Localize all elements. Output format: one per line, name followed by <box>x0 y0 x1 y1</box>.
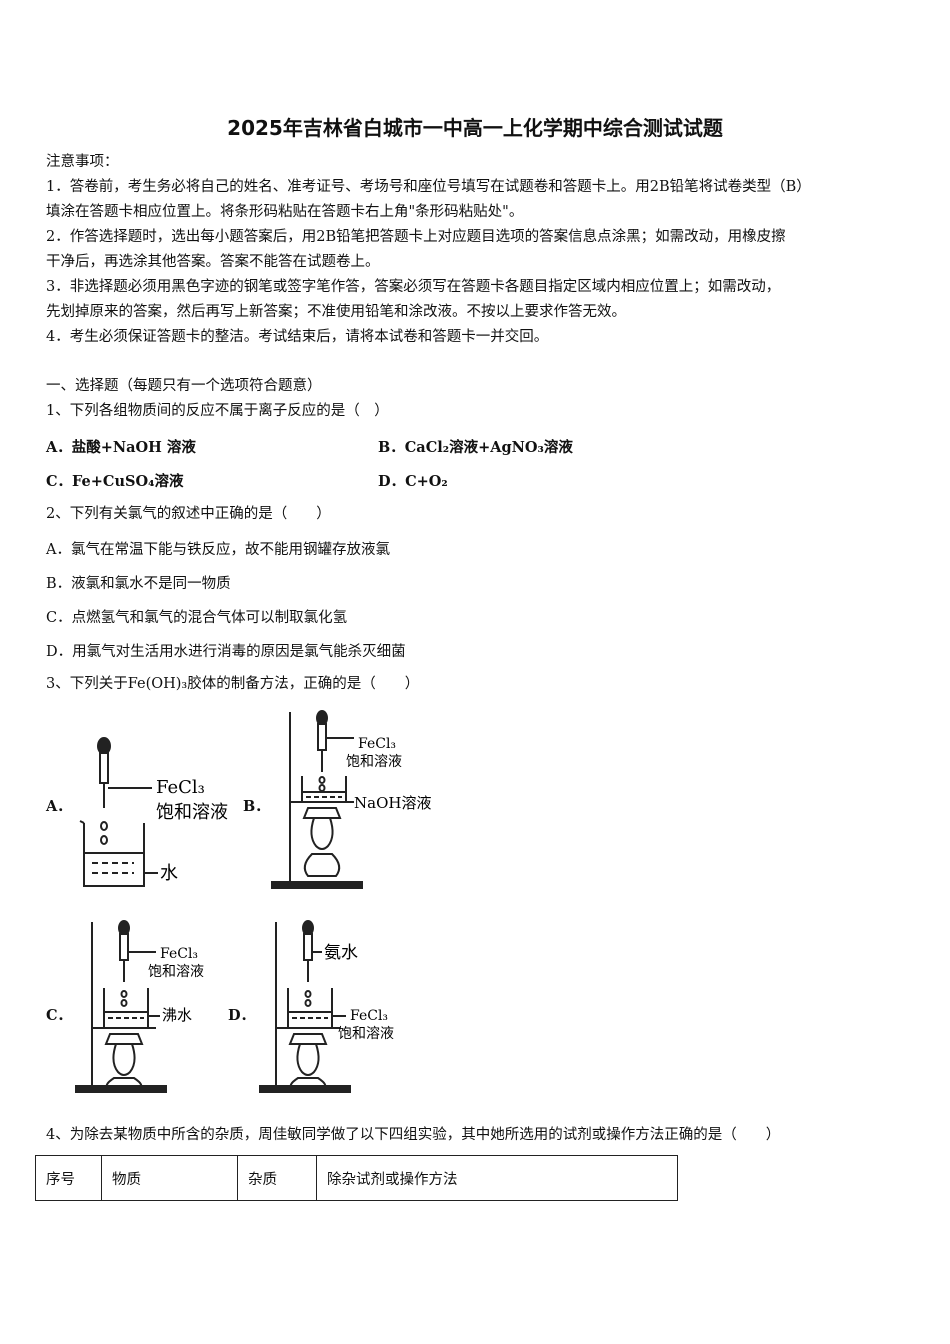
figure-d-reagent: 氨水 <box>324 943 358 963</box>
figure-a-beaker: FeCl₃ 饱和溶液 水 <box>79 737 228 887</box>
q3-option-b-label: B． <box>243 798 270 815</box>
table-header-cell: 序号 <box>35 1155 102 1201</box>
q1-option-c: C．Fe+CuSO₄溶液 <box>46 473 184 490</box>
page-title: 2025年吉林省白城市一中高一上化学期中综合测试试题 <box>227 116 723 140</box>
q3-option-a-label: A． <box>46 798 72 815</box>
figure-b-reagent-sub: 饱和溶液 <box>346 754 402 770</box>
q3-option-c-label: C． <box>46 1007 73 1024</box>
question-4-stem: 4、为除去某物质中所含的杂质，周佳敏同学做了以下四组实验，其中她所选用的试剂或操… <box>46 1127 781 1143</box>
notes-line: 填涂在答题卡相应位置上。将条形码粘贴在答题卡右上角"条形码粘贴处"。 <box>46 204 524 220</box>
q1-option-d: D．C+O₂ <box>378 473 448 490</box>
notes-line: 3．非选择题必须用黑色字迹的钢笔或签字笔作答，答案必须写在答题卡各题目指定区域内… <box>46 279 781 295</box>
figure-b-reagent: FeCl₃ <box>358 736 396 752</box>
notes-heading: 注意事项： <box>46 154 119 170</box>
figure-c-apparatus: FeCl₃ 饱和溶液 沸水 <box>75 920 204 1093</box>
figure-c-liquid: 沸水 <box>162 1006 192 1024</box>
question-3-stem: 3、下列关于Fe(OH)₃胶体的制备方法，正确的是（ ） <box>46 676 420 692</box>
figure-c-reagent: FeCl₃ <box>160 946 198 962</box>
figure-c-reagent-sub: 饱和溶液 <box>148 964 204 980</box>
figure-d-liquid: FeCl₃ <box>350 1008 388 1024</box>
q3-option-d-label: D． <box>228 1007 256 1024</box>
q2-option-a: A．氯气在常温下能与铁反应，故不能用钢罐存放液氯 <box>46 542 390 558</box>
notes-line: 2．作答选择题时，选出每小题答案后，用2B铅笔把答题卡上对应题目选项的答案信息点… <box>46 229 786 245</box>
figure-a-liquid: 水 <box>160 863 178 884</box>
section-heading: 一、选择题（每题只有一个选项符合题意） <box>46 378 322 394</box>
q2-option-b: B．液氯和氯水不是同一物质 <box>46 576 231 592</box>
q1-option-a: A．盐酸+NaOH 溶液 <box>46 439 196 456</box>
table-header-cell: 物质 <box>101 1155 238 1201</box>
question-1-stem: 1、下列各组物质间的反应不属于离子反应的是（ ） <box>46 403 389 419</box>
notes-line: 干净后，再选涂其他答案。答案不能答在试题卷上。 <box>46 254 380 270</box>
figure-a-reagent: FeCl₃ <box>156 777 205 798</box>
q1-option-b: B．CaCl₂溶液+AgNO₃溶液 <box>378 439 573 456</box>
q4-table: 序号 物质 杂质 除杂试剂或操作方法 <box>35 1155 678 1201</box>
q2-option-d: D．用氯气对生活用水进行消毒的原因是氯气能杀灭细菌 <box>46 644 406 660</box>
notes-line: 4．考生必须保证答题卡的整洁。考试结束后，请将本试卷和答题卡一并交回。 <box>46 329 549 345</box>
table-header-cell: 杂质 <box>237 1155 317 1201</box>
figure-d-apparatus: 氨水 FeCl₃ 饱和溶液 <box>259 920 394 1093</box>
notes-line: 先划掉原来的答案，然后再写上新答案；不准使用铅笔和涂改液。不按以上要求作答无效。 <box>46 304 626 320</box>
figure-b-apparatus: FeCl₃ 饱和溶液 NaOH溶液 <box>271 710 431 889</box>
q2-option-c: C．点燃氢气和氯气的混合气体可以制取氯化氢 <box>46 610 348 626</box>
notes-line: 1．答卷前，考生务必将自己的姓名、准考证号、考场号和座位号填写在试题卷和答题卡上… <box>46 179 811 195</box>
figure-d-liquid-sub: 饱和溶液 <box>338 1026 394 1042</box>
question-2-stem: 2、下列有关氯气的叙述中正确的是（ ） <box>46 506 331 522</box>
figure-b-liquid: NaOH溶液 <box>354 794 431 812</box>
table-header-row: 序号 物质 杂质 除杂试剂或操作方法 <box>35 1155 678 1201</box>
figure-a-reagent-sub: 饱和溶液 <box>156 802 228 823</box>
table-header-cell: 除杂试剂或操作方法 <box>316 1155 678 1201</box>
